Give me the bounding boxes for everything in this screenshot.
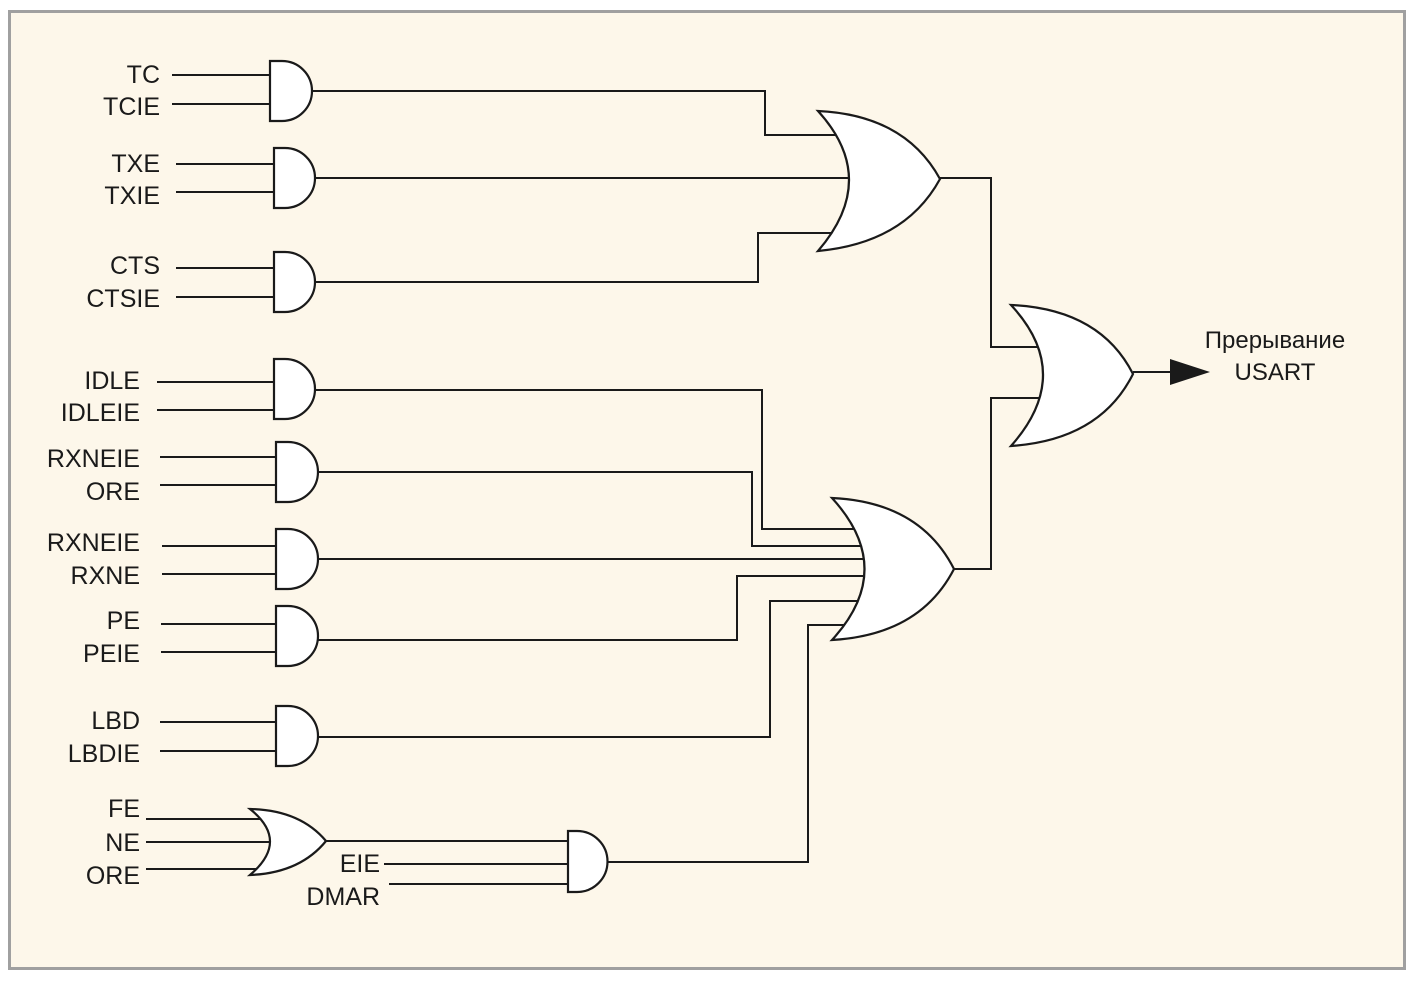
output-arrow-icon [1170, 359, 1210, 385]
label-tcie: TCIE [103, 93, 160, 121]
or-gates [246, 109, 1135, 877]
and-gate-err [566, 829, 609, 894]
and-gates [268, 59, 609, 894]
input-wires [146, 74, 568, 885]
label-idle: IDLE [84, 367, 140, 395]
label-tc: TC [127, 61, 160, 89]
wire-and-pe-to-or-rx [318, 575, 873, 641]
wire-and-ore-to-or-rx [318, 471, 871, 547]
label-dmar: DMAR [306, 883, 380, 911]
and-gate-rxne [274, 527, 320, 591]
diagram-frame [8, 10, 1406, 970]
label-ctsie: CTSIE [86, 285, 160, 313]
label-txe: TXE [111, 150, 160, 178]
label-rxneie-2: RXNEIE [47, 529, 140, 557]
label-idleie: IDLEIE [61, 399, 140, 427]
label-lbdie: LBDIE [68, 740, 140, 768]
wire-and-err-to-or-rx [608, 624, 861, 863]
and-gate-idle [272, 357, 317, 421]
output-label-line2: USART [1235, 359, 1316, 386]
or-gate-final [1008, 303, 1135, 448]
output-label: Прерывание USART [1205, 327, 1345, 386]
and-gate-txe [272, 146, 317, 210]
or-gate-tx [815, 109, 942, 253]
and-gate-pe [274, 604, 320, 668]
wire-and-idle-to-or-rx [315, 389, 866, 530]
and-gate-cts [272, 250, 317, 314]
label-rxneie-1: RXNEIE [47, 445, 140, 473]
label-fe: FE [108, 795, 140, 823]
input-labels: TC TCIE TXE TXIE CTS CTSIE IDLE IDLEIE R… [47, 61, 380, 911]
wire-or-tx-to-final [940, 177, 1047, 348]
wire-and-cts-to-or-tx [315, 232, 846, 283]
label-peie: PEIE [83, 640, 140, 668]
wire-or-rx-to-final [954, 397, 1047, 570]
or-gate-rx [829, 496, 956, 642]
wire-and-lbd-to-or-rx [318, 600, 869, 738]
and-gate-lbd [274, 704, 320, 768]
wire-and-tc-to-or-tx [311, 90, 848, 136]
label-eie: EIE [340, 850, 380, 878]
and-gate-ore [274, 440, 320, 504]
or-gate-err [246, 807, 328, 877]
label-txie: TXIE [104, 182, 160, 210]
label-pe: PE [107, 607, 140, 635]
interconnect-wires [311, 90, 1178, 863]
output-label-line1: Прерывание [1205, 327, 1345, 354]
label-ore-1: ORE [86, 478, 140, 506]
label-cts: CTS [110, 252, 160, 280]
label-ore-2: ORE [86, 862, 140, 890]
label-rxne: RXNE [71, 562, 140, 590]
label-lbd: LBD [91, 707, 140, 735]
and-gate-tc [268, 59, 314, 123]
label-ne: NE [105, 829, 140, 857]
